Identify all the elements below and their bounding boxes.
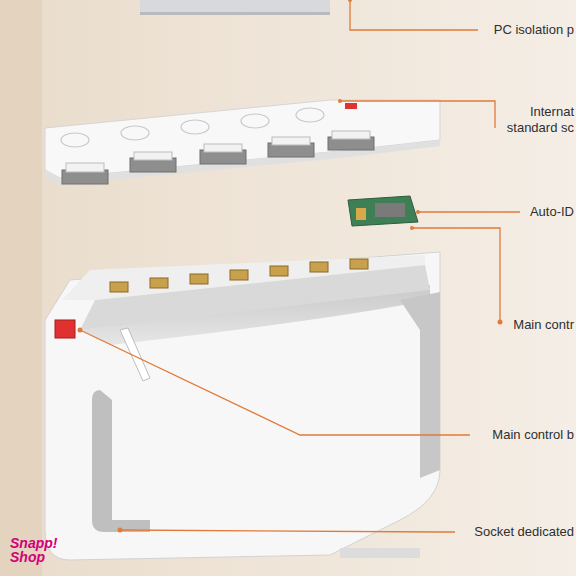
callout-label: Socket dedicated: [474, 524, 574, 540]
callout-label: Auto-ID: [530, 204, 574, 220]
callout-label: Internat standard sc: [490, 104, 574, 136]
callout-label: Main control b: [492, 427, 574, 443]
callout-label: PC isolation p: [494, 22, 574, 38]
callout-label: Main contr: [513, 317, 574, 333]
watermark: Snapp! Shop: [10, 536, 66, 564]
